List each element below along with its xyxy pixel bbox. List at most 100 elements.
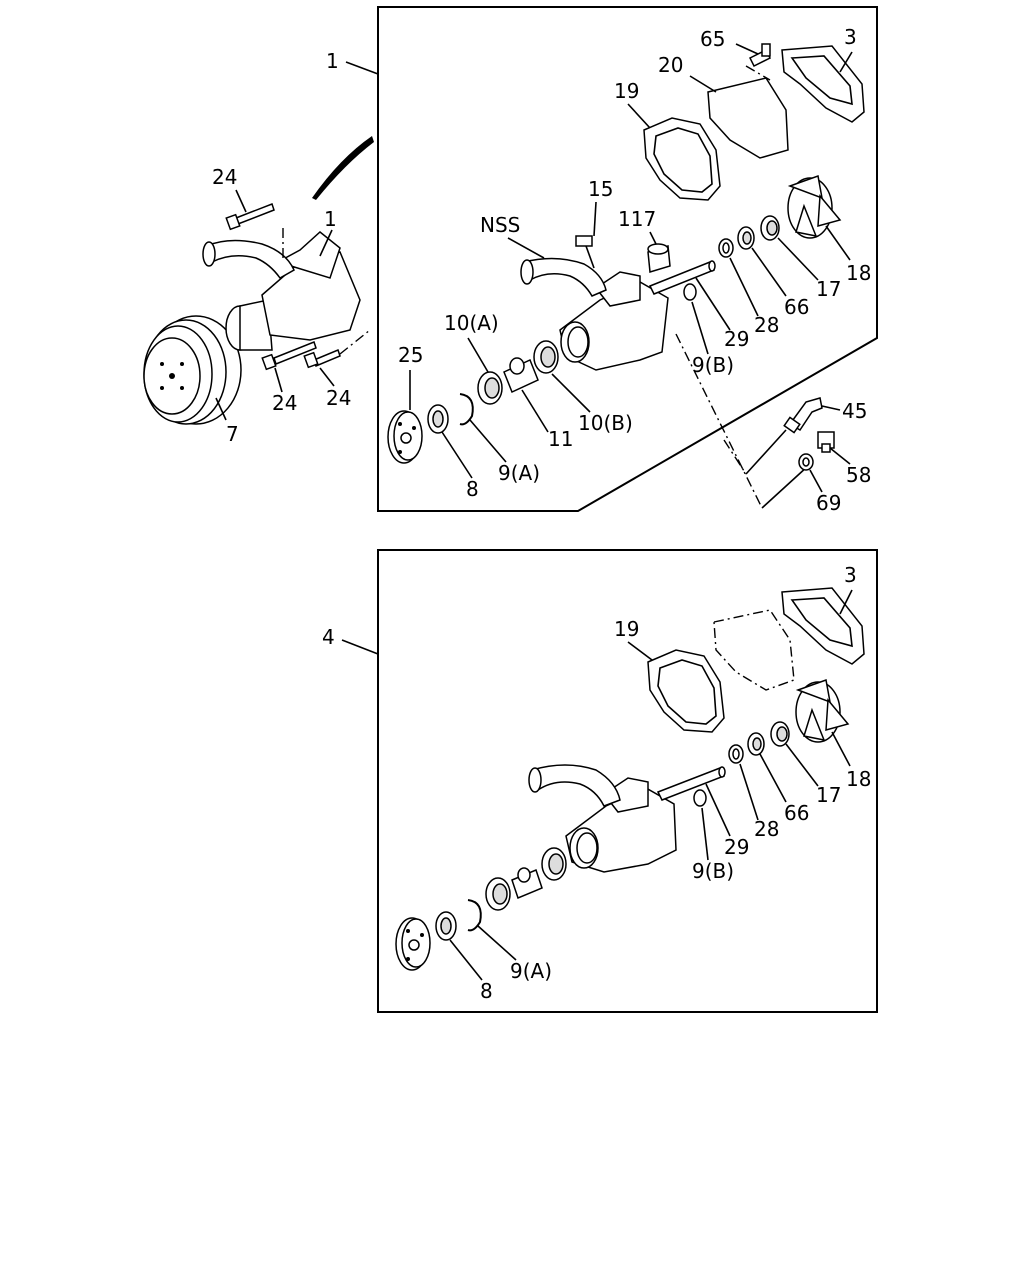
b-label-28: 28 — [739, 763, 779, 841]
b-label-18: 18 — [831, 731, 871, 791]
flange-25 — [387, 410, 423, 464]
svg-text:66: 66 — [784, 801, 809, 825]
svg-text:24: 24 — [326, 386, 351, 410]
label-65: 65 — [700, 27, 759, 55]
label-10b: 10(B) — [551, 373, 633, 435]
b-gasket-19 — [647, 649, 725, 733]
label-7: 7 — [215, 397, 239, 446]
b-seal-8 — [435, 911, 457, 941]
washer-69 — [798, 453, 814, 471]
label-25: 25 — [398, 343, 423, 410]
svg-text:9(B): 9(B) — [692, 353, 734, 377]
label-11: 11 — [521, 389, 573, 451]
seal-66 — [737, 226, 755, 250]
label-4: 4 — [322, 625, 379, 655]
cover-3 — [781, 45, 865, 123]
elbow-45 — [783, 397, 823, 434]
bearing-10a — [477, 371, 503, 405]
screw-65 — [745, 43, 772, 81]
svg-text:24: 24 — [212, 165, 237, 189]
label-29: 29 — [695, 277, 749, 351]
svg-text:18: 18 — [846, 767, 871, 791]
b-pump-body — [528, 764, 726, 873]
pulley-7 — [143, 315, 242, 425]
svg-text:1: 1 — [324, 207, 337, 231]
bearing-10b — [533, 340, 559, 374]
svg-text:17: 17 — [816, 277, 841, 301]
b-label-66: 66 — [759, 753, 809, 825]
label-45: 45 — [821, 399, 867, 423]
svg-text:10(A): 10(A) — [444, 311, 499, 335]
gasket-19 — [643, 117, 721, 201]
label-24-top: 24 — [212, 165, 247, 213]
b-seal-17 — [770, 721, 790, 747]
label-15: 15 — [588, 177, 613, 237]
impeller-18 — [787, 174, 842, 239]
b-plate-dashed — [713, 609, 795, 691]
svg-text:25: 25 — [398, 343, 423, 367]
b-cover-3 — [781, 587, 865, 665]
svg-text:17: 17 — [816, 783, 841, 807]
label-17: 17 — [777, 237, 841, 301]
svg-text:18: 18 — [846, 261, 871, 285]
svg-text:NSS: NSS — [480, 213, 520, 237]
b-label-9b: 9(B) — [692, 807, 734, 883]
b-snap-ring-9a — [467, 899, 482, 932]
svg-text:7: 7 — [226, 422, 239, 446]
svg-text:10(B): 10(B) — [578, 411, 633, 435]
bottom-assembly-panel — [377, 549, 878, 1013]
svg-text:24: 24 — [272, 391, 297, 415]
label-1-top: 1 — [326, 49, 379, 75]
b-label-17: 17 — [785, 743, 841, 807]
svg-text:65: 65 — [700, 27, 725, 51]
label-10a: 10(A) — [444, 311, 499, 373]
b-seal-66 — [747, 732, 765, 756]
plug-117 — [647, 243, 671, 273]
b-bearing-upper — [541, 847, 567, 881]
arc-callout-mark — [312, 136, 374, 200]
bolt-24-lower-right — [303, 348, 341, 369]
svg-text:3: 3 — [844, 25, 857, 49]
label-28: 28 — [729, 257, 779, 337]
b-label-3: 3 — [839, 563, 857, 615]
b-bearing-lower — [485, 877, 511, 911]
svg-text:45: 45 — [842, 399, 867, 423]
b-snap-ring-9b — [693, 789, 707, 807]
ring-28 — [718, 238, 734, 258]
label-9b: 9(B) — [691, 301, 734, 377]
label-3: 3 — [839, 25, 857, 73]
label-18: 18 — [825, 225, 871, 285]
snap-ring-9b — [683, 283, 697, 301]
svg-text:3: 3 — [844, 563, 857, 587]
svg-text:8: 8 — [480, 979, 493, 1003]
snap-ring-9a — [459, 393, 474, 426]
b-label-19: 19 — [614, 617, 653, 661]
svg-text:117: 117 — [618, 207, 656, 231]
label-24-lower-right: 24 — [319, 367, 351, 410]
svg-text:19: 19 — [614, 617, 639, 641]
svg-text:66: 66 — [784, 295, 809, 319]
seal-8 — [427, 404, 449, 434]
label-58: 58 — [829, 447, 871, 487]
svg-text:29: 29 — [724, 835, 749, 859]
svg-text:4: 4 — [322, 625, 335, 649]
label-66: 66 — [751, 247, 809, 319]
seal-17 — [760, 215, 780, 241]
b-ring-28 — [728, 744, 744, 764]
bolt-24-top — [225, 203, 275, 231]
label-117: 117 — [618, 207, 657, 245]
svg-text:8: 8 — [466, 477, 479, 501]
svg-text:15: 15 — [588, 177, 613, 201]
b-flange — [395, 917, 431, 971]
label-19: 19 — [614, 79, 651, 129]
exterior-pump-assembly — [143, 203, 371, 425]
plug-58 — [817, 431, 835, 453]
top-assembly-panel — [377, 6, 878, 512]
svg-text:29: 29 — [724, 327, 749, 351]
b-label-29: 29 — [705, 783, 749, 859]
svg-text:28: 28 — [754, 817, 779, 841]
b-impeller-18 — [795, 678, 850, 743]
label-69: 69 — [809, 469, 841, 515]
svg-text:58: 58 — [846, 463, 871, 487]
pump-body-nss — [520, 257, 716, 371]
